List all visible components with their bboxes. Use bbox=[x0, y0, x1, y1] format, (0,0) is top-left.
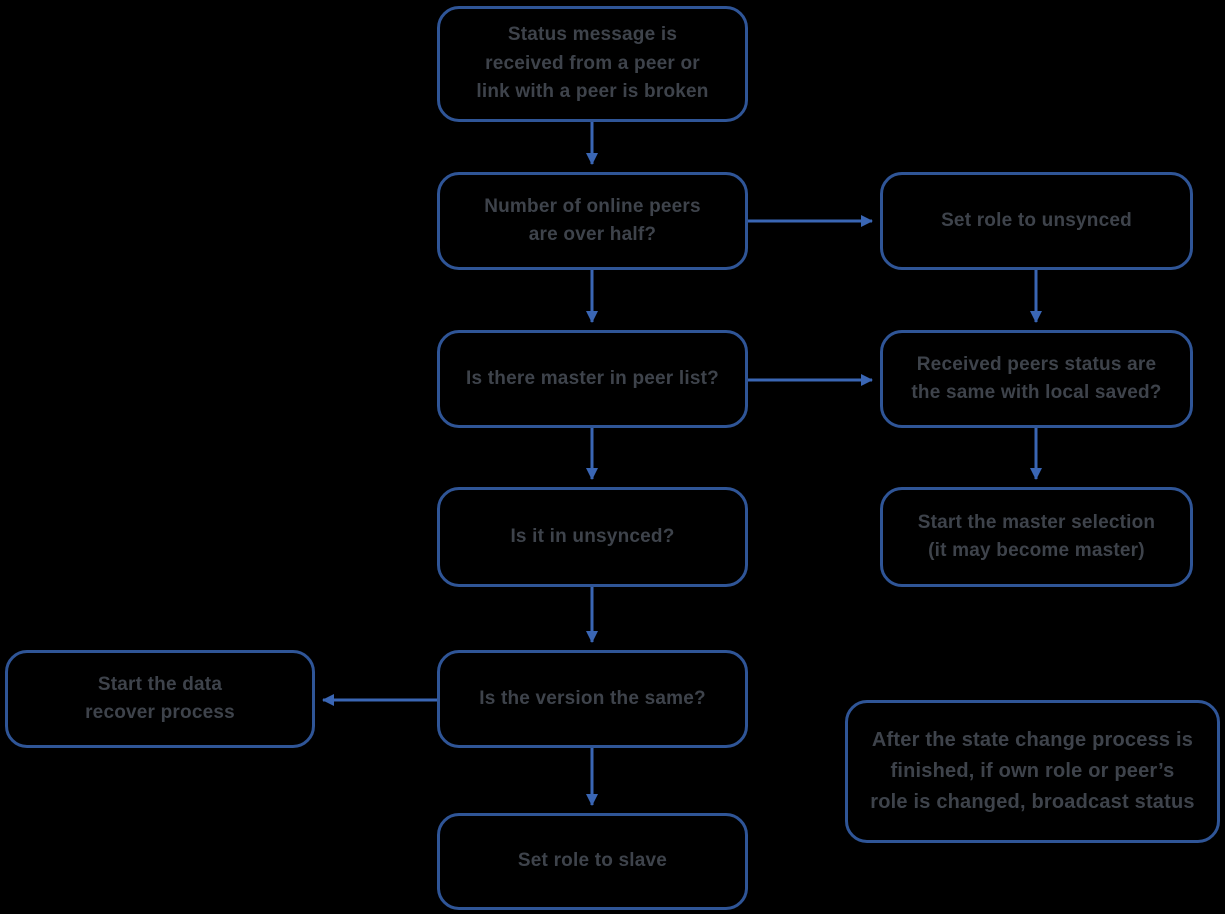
node-is-it-in-unsynced-label: Is it in unsynced? bbox=[510, 525, 675, 547]
node-set-role-slave: Set role to slave bbox=[437, 813, 748, 910]
node-broadcast-note: After the state change process is finish… bbox=[845, 700, 1220, 843]
node-data-recover-label: Start the data recover process bbox=[85, 673, 235, 724]
node-set-role-slave-label: Set role to slave bbox=[517, 850, 668, 872]
node-received-peers-status: Received peers status are the same with … bbox=[880, 330, 1193, 428]
node-is-it-in-unsynced: Is it in unsynced? bbox=[437, 487, 748, 587]
node-online-peers: Number of online peers are over half? bbox=[437, 172, 748, 270]
node-master-selection: Start the master selection (it may becom… bbox=[880, 487, 1193, 587]
node-data-recover: Start the data recover process bbox=[5, 650, 315, 748]
node-online-peers-label: Number of online peers are over half? bbox=[484, 195, 701, 246]
node-status-message-label: Status message is received from a peer o… bbox=[476, 24, 709, 103]
node-broadcast-note-label: After the state change process is finish… bbox=[870, 729, 1195, 813]
node-master-in-peer-list-label: Is there master in peer list? bbox=[466, 367, 719, 389]
node-master-in-peer-list: Is there master in peer list? bbox=[437, 330, 748, 428]
node-version-same: Is the version the same? bbox=[437, 650, 748, 748]
node-status-message: Status message is received from a peer o… bbox=[437, 6, 748, 122]
node-master-selection-label: Start the master selection (it may becom… bbox=[917, 511, 1156, 562]
node-received-peers-status-label: Received peers status are the same with … bbox=[911, 353, 1162, 404]
node-version-same-label: Is the version the same? bbox=[479, 687, 706, 709]
node-set-role-unsynced-label: Set role to unsynced bbox=[941, 209, 1132, 231]
node-set-role-unsynced: Set role to unsynced bbox=[880, 172, 1193, 270]
